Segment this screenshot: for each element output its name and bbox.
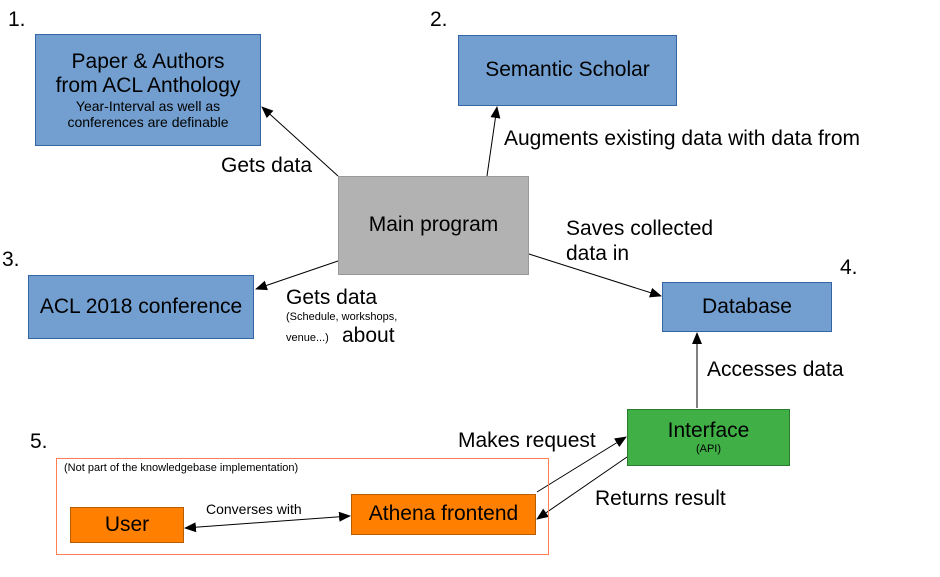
acl-anthology-note-line1: Year-Interval as well as (75, 98, 221, 115)
label-returns-result: Returns result (595, 487, 726, 510)
arrow-athena-to-interface (536, 436, 627, 493)
label-accesses-data: Accesses data (707, 358, 844, 381)
arrow-main-to-database (528, 253, 662, 298)
step-number-3: 3. (2, 248, 20, 271)
database-box: Database (662, 282, 832, 332)
frame-note: (Not part of the knowledgebase implement… (64, 462, 299, 474)
arrow-main-to-acl2018 (255, 260, 339, 291)
label-makes-request: Makes request (458, 429, 596, 452)
step-number-1: 1. (8, 8, 26, 31)
acl-anthology-box: Paper & Authors from ACL Anthology Year-… (35, 34, 261, 146)
label-gets-data-detail-line2: venue...) (286, 332, 329, 344)
label-converses-with: Converses with (206, 501, 302, 517)
semantic-scholar-box: Semantic Scholar (458, 35, 677, 106)
label-gets-data-anthology: Gets data (221, 154, 313, 177)
label-augments: Augments existing data with data from (504, 127, 861, 150)
label-saves-line1: Saves collected (566, 217, 714, 240)
arrow-user-athena (184, 511, 351, 533)
user-box: User (70, 507, 184, 543)
step-number-4: 4. (840, 256, 858, 279)
acl-2018-conference-box: ACL 2018 conference (28, 275, 254, 339)
athena-frontend-box: Athena frontend (351, 494, 536, 535)
arrow-interface-to-athena (536, 456, 628, 520)
main-program-box: Main program (338, 176, 529, 275)
interface-title: Interface (667, 419, 750, 443)
acl-anthology-note-line2: conferences are definable (67, 114, 229, 131)
label-about: about (342, 324, 395, 347)
acl-anthology-title-line1: Paper & Authors (71, 49, 225, 73)
label-gets-data-detail-line1: (Schedule, workshops, (286, 311, 398, 323)
interface-subtitle: (API) (695, 443, 722, 456)
label-gets-data-conference: Gets data (286, 286, 378, 309)
interface-box: Interface (API) (627, 409, 790, 466)
arrow-main-to-semantic-scholar (486, 106, 501, 177)
step-number-2: 2. (430, 8, 448, 31)
label-saves-line2: data in (566, 242, 630, 265)
acl-anthology-title-line2: from ACL Anthology (55, 73, 241, 97)
arrow-main-to-anthology (261, 106, 339, 177)
external-frontend-frame (56, 458, 549, 555)
step-number-5: 5. (30, 430, 48, 453)
